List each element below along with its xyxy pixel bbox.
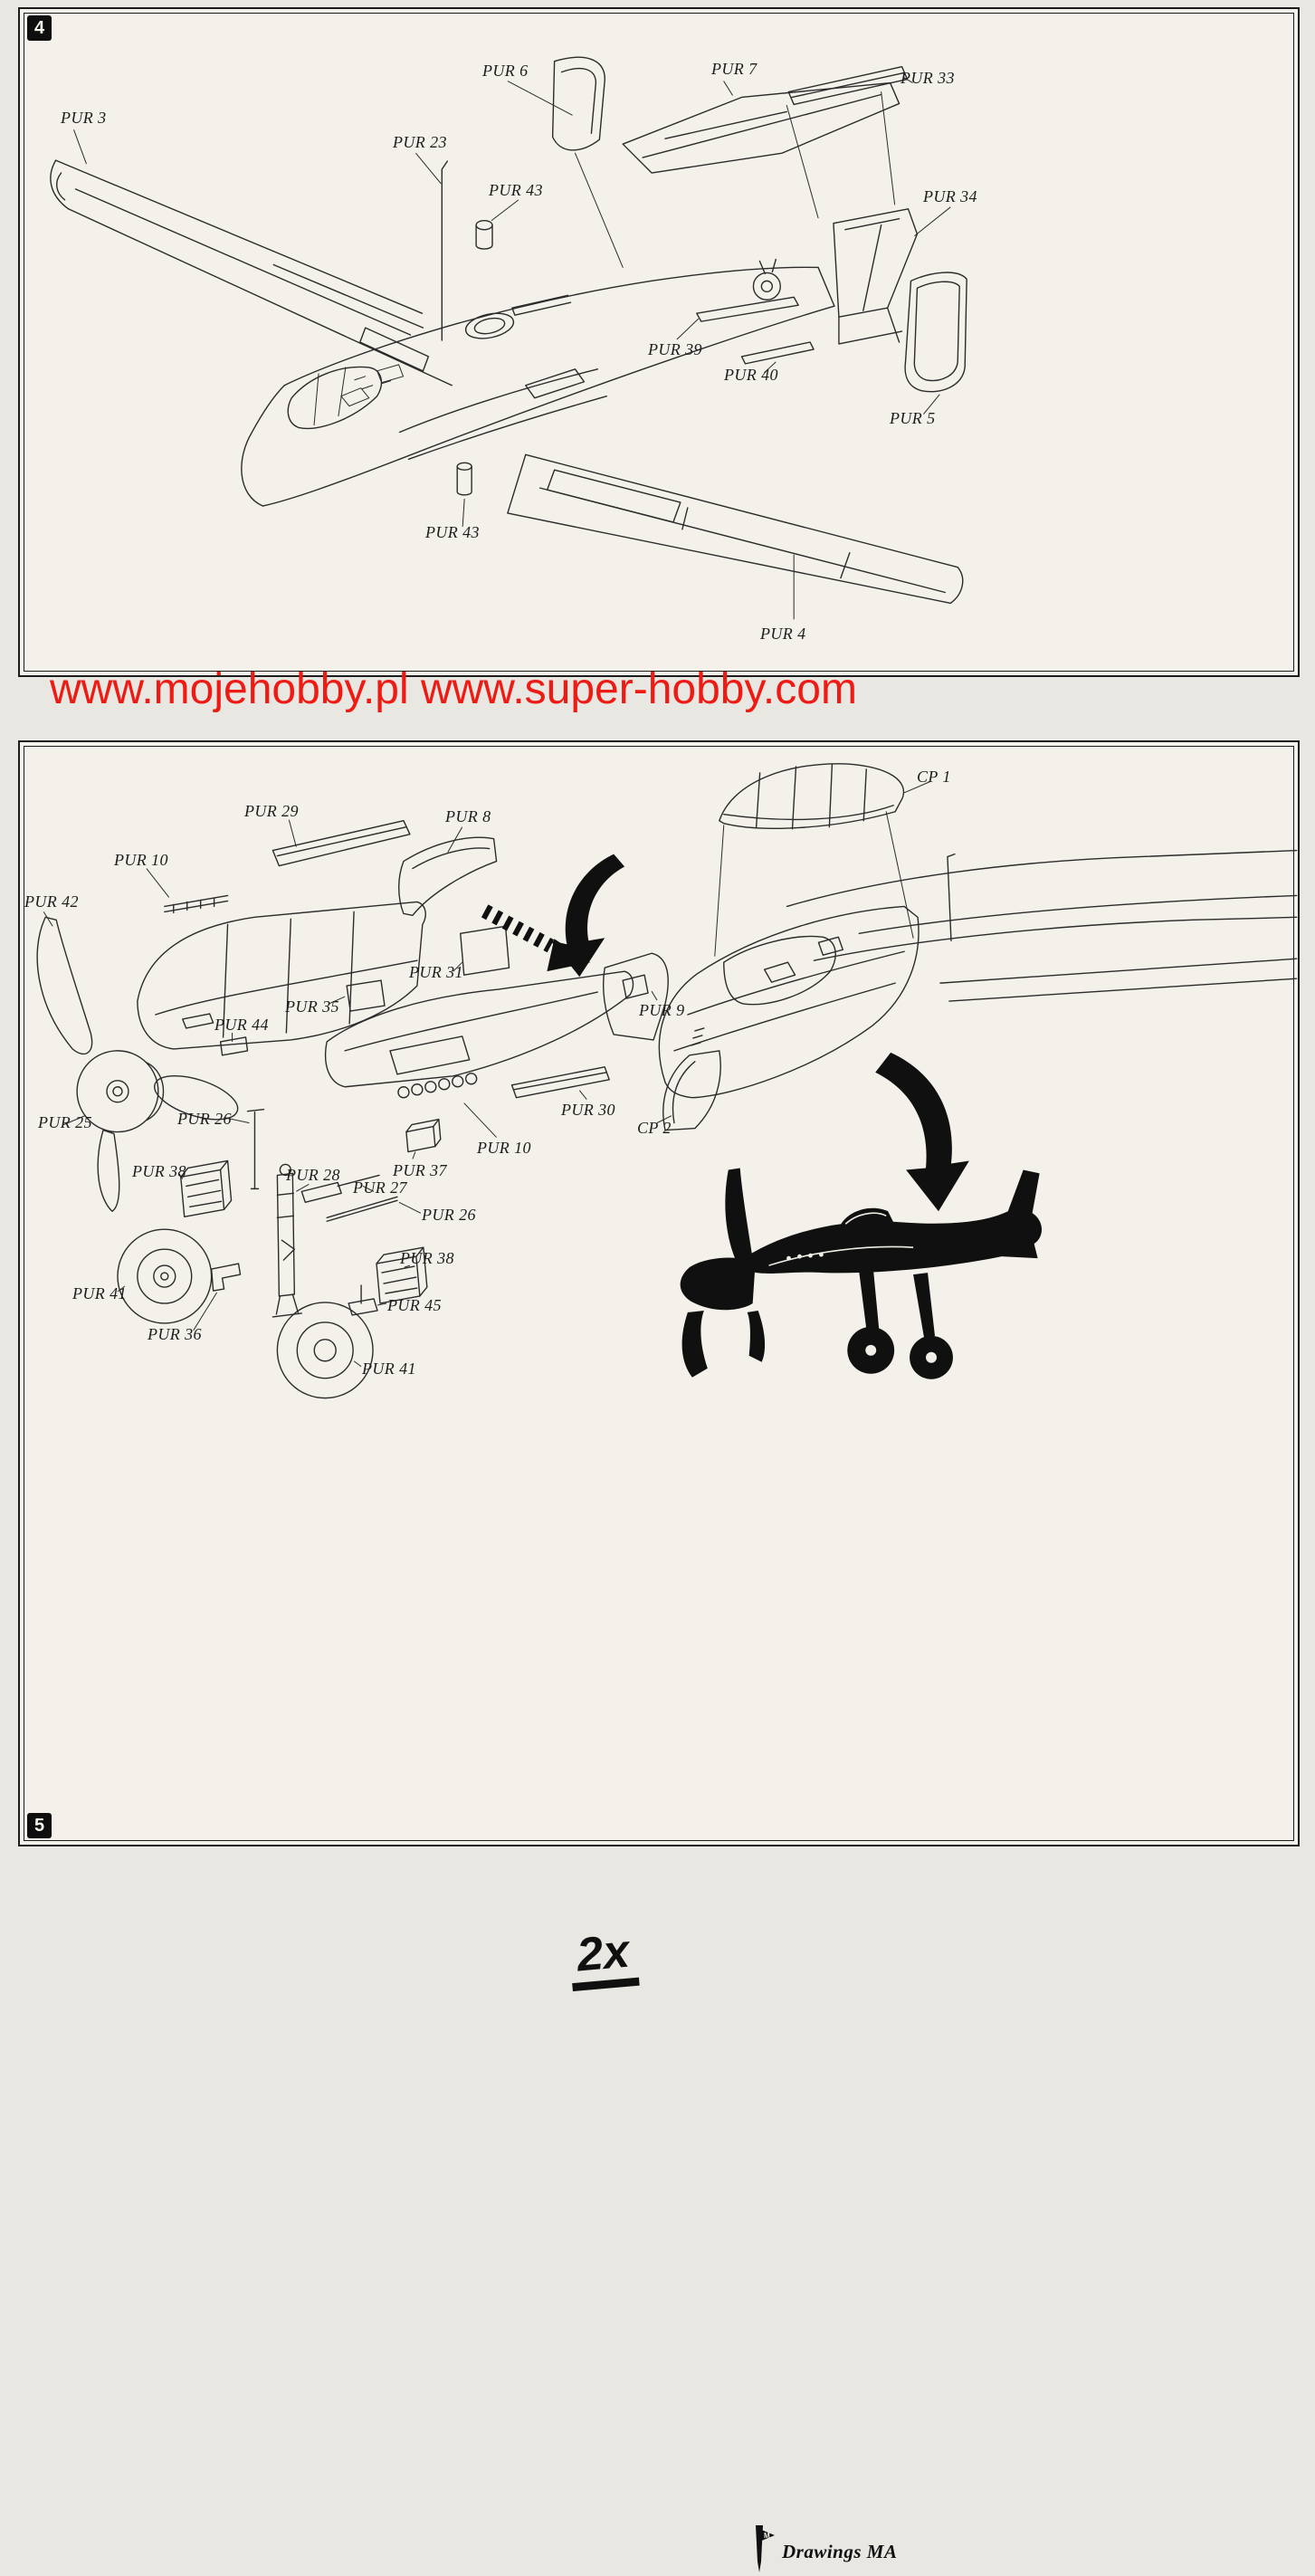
exploded-diagram-step-5 (36, 763, 1298, 1399)
quantity-note: 2x (567, 1925, 640, 1992)
svg-text:M: M (764, 2532, 770, 2540)
brand-text: Drawings MA (782, 2541, 898, 2562)
step-number-badge: 5 (27, 1813, 52, 1838)
drawings-ma-logo: M Drawings MA (744, 2524, 897, 2576)
instruction-sheet-page: { "colors": { "watermark": "#ee1a14", "i… (18, 7, 1300, 2572)
exploded-diagram-step-4 (50, 56, 967, 620)
assembly-step-4-panel: 4 (18, 7, 1300, 677)
step-number-badge: 4 (27, 15, 52, 41)
pencil-flag-icon: M (756, 2525, 775, 2572)
watermark-text: www.mojehobby.pl www.super-hobby.com (50, 665, 857, 713)
assembly-step-5-panel: 5 (18, 740, 1300, 2572)
